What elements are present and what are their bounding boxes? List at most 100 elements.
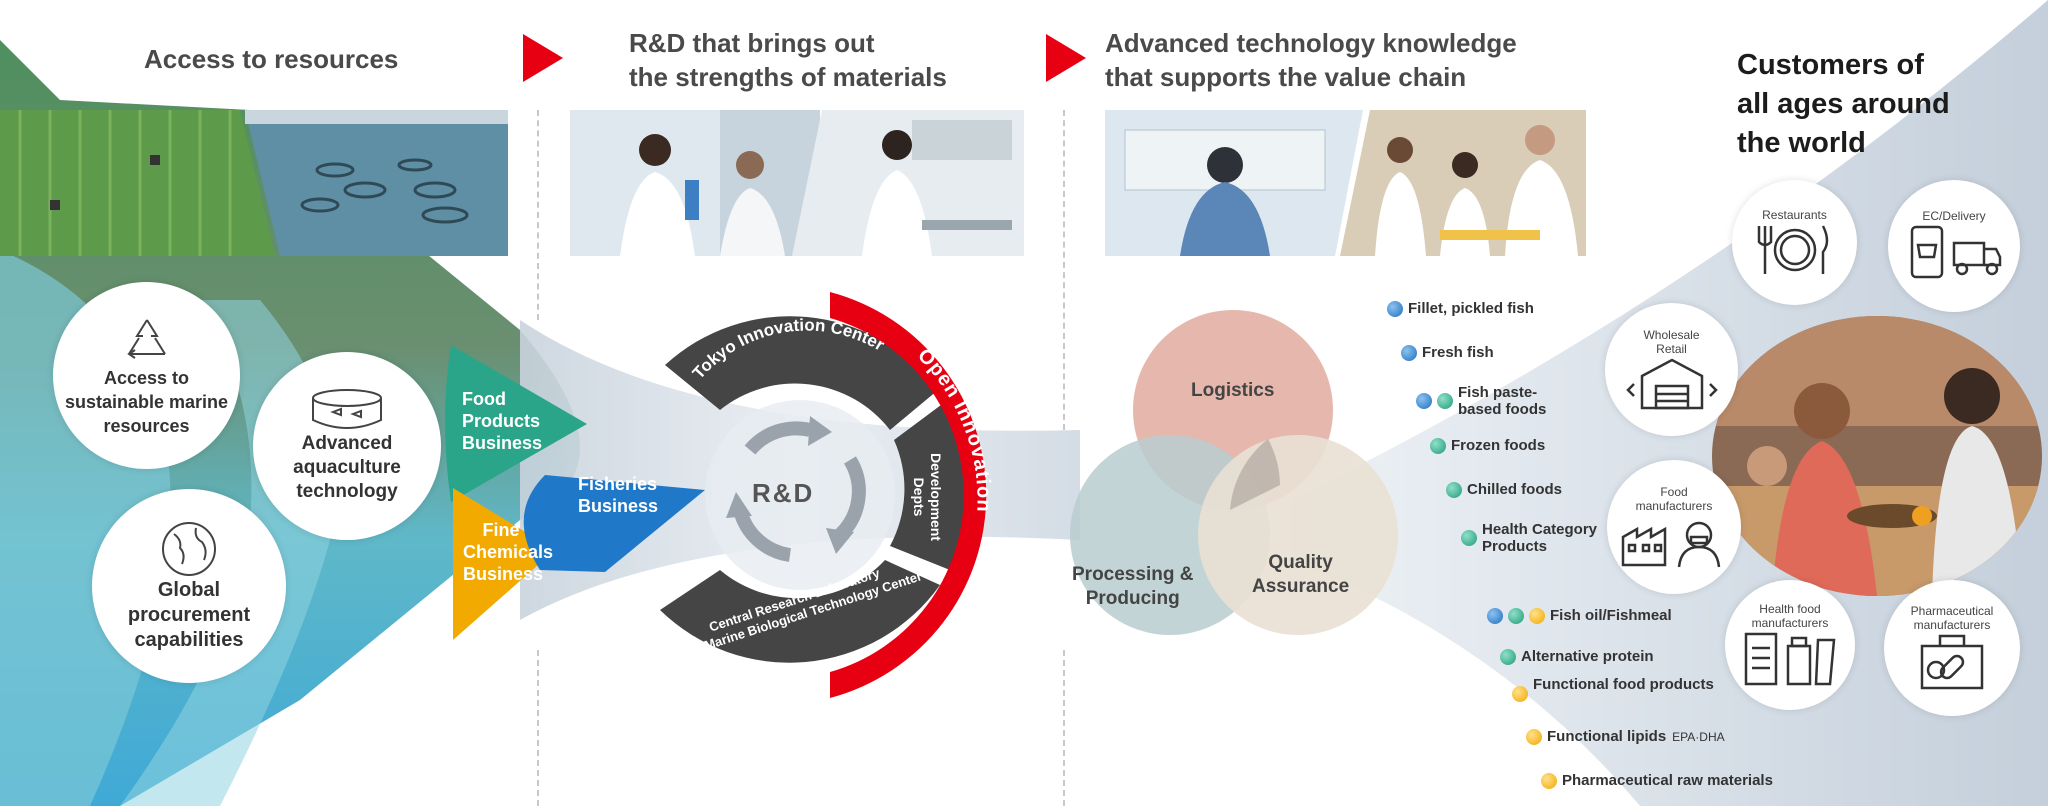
aquaculture-line3: technology: [296, 481, 398, 502]
procurement-line1: Global: [157, 578, 221, 601]
factory-icon: [1621, 521, 1721, 568]
wholesale-line1: Wholesale: [1643, 327, 1700, 342]
fisheries-line1: Fisheries: [578, 474, 658, 494]
yellow-dot-icon: [1512, 686, 1528, 702]
green-dot-icon: [1461, 530, 1477, 546]
product-item: Frozen foods: [1430, 437, 1545, 454]
product-item: Fresh fish: [1401, 344, 1494, 361]
heading-tech: Advanced technology knowledge that suppo…: [1105, 26, 1517, 94]
divider: [1063, 650, 1065, 806]
quality-circle: [1198, 435, 1398, 635]
heading-cust-line3: the world: [1737, 127, 1866, 159]
lab-researcher-photo: [570, 110, 820, 256]
product-item: Functional lipids EPA·DHA: [1526, 728, 1725, 745]
green-dot-icon: [1430, 437, 1446, 454]
aquaculture-line2: aquaculture: [293, 457, 401, 478]
processing-line1: Processing &: [1072, 564, 1194, 585]
quality-label: Quality Assurance: [1252, 551, 1349, 599]
blue-dot-icon: [1416, 393, 1432, 409]
sustainable-line2: sustainable marine: [64, 391, 229, 412]
product-label: Health Category: [1482, 521, 1598, 538]
restaurants-circle[interactable]: Restaurants: [1732, 180, 1857, 305]
food-business-label: Food Products Business: [462, 388, 542, 454]
product-label: based foods: [1458, 401, 1547, 418]
green-dot-icon: [1437, 393, 1453, 409]
green-dot-icon: [1446, 481, 1462, 498]
heading-cust-line1: Customers of: [1737, 49, 1924, 81]
product-item: Fish paste-based foods: [1416, 384, 1546, 418]
rd-ring: Tokyo Innovation Center Open Innovation: [660, 292, 994, 698]
business-shapes: [445, 345, 705, 640]
procurement-line3: capabilities: [134, 628, 244, 651]
sustainable-resources-circle: Access to sustainable marine resources: [53, 282, 240, 469]
pills-icon: [1920, 634, 1984, 690]
sustainable-line3: resources: [103, 415, 190, 436]
logistics-label: Logistics: [1191, 380, 1275, 401]
heading-rd: R&D that brings out the strengths of mat…: [629, 26, 947, 94]
product-label: Functional food products: [1533, 676, 1714, 693]
chem-line3: Business: [463, 564, 544, 584]
heading-tech-line1: Advanced technology knowledge: [1105, 28, 1517, 58]
heading-cust-line2: all ages around: [1737, 88, 1950, 120]
aquaculture-line1: Advanced: [301, 433, 393, 454]
blue-dot-icon: [1487, 607, 1503, 624]
family-dining-photo: [1712, 316, 2042, 596]
fisheries-business-shape: [523, 475, 705, 572]
procurement-line2: procurement: [127, 603, 251, 626]
dev-line1: Development: [928, 453, 944, 541]
foodmfr-line2: manufacturers: [1635, 499, 1713, 513]
divider: [537, 650, 539, 806]
product-label: Functional lipids: [1547, 728, 1667, 745]
green-dot-icon: [1500, 648, 1516, 665]
product-label: Fillet, pickled fish: [1408, 300, 1534, 317]
ec-label: EC/Delivery: [1922, 209, 1986, 223]
heading-access: Access to resources: [144, 44, 399, 74]
fish-farm-photo: [245, 110, 508, 256]
food-lab-photo: [792, 110, 1024, 256]
development-segment: [890, 402, 968, 570]
blue-dot-icon: [1387, 300, 1403, 317]
open-innovation-arc: [830, 292, 987, 698]
store-icon: [1625, 358, 1718, 409]
food-line1: Food: [462, 389, 506, 409]
product-item: Pharmaceutical raw materials: [1541, 772, 1773, 789]
foodmfr-line1: Food: [1660, 485, 1688, 499]
product-label: Fresh fish: [1422, 344, 1494, 361]
globe-icon: [162, 521, 216, 576]
product-item: Fish oil/Fishmeal: [1487, 607, 1672, 624]
arrow-icon: [1046, 34, 1086, 82]
product-label: Alternative protein: [1521, 648, 1654, 665]
supplements-icon: [1744, 632, 1836, 686]
central-lab-segment: [660, 560, 940, 663]
ec-delivery-circle[interactable]: EC/Delivery: [1888, 180, 2020, 312]
green-dot-icon: [1508, 607, 1524, 624]
sustainable-line1: Access to: [103, 367, 190, 388]
development-label: Development Depts: [910, 447, 944, 547]
wholesale-line2: Retail: [1656, 341, 1687, 356]
technician-photo: [1105, 110, 1363, 256]
product-item: Chilled foods: [1446, 481, 1562, 498]
rd-center-label: R&D: [752, 478, 815, 508]
quality-line2: Assurance: [1252, 576, 1350, 597]
heading-customers: Customers of all ages around the world: [1737, 46, 1950, 163]
product-label: Frozen foods: [1451, 437, 1546, 454]
yellow-dot-icon: [1526, 728, 1542, 745]
pharma-line2: manufacturers: [1913, 618, 1991, 632]
product-sublabel: EPA·DHA: [1672, 729, 1725, 744]
fish-tank-icon: [312, 389, 382, 429]
chemicals-business-label: Fine Chemicals Business: [463, 519, 553, 585]
fisheries-line2: Business: [578, 496, 659, 516]
product-label: Pharmaceutical raw materials: [1562, 772, 1773, 789]
quality-line1: Quality: [1268, 552, 1333, 573]
restaurants-label: Restaurants: [1762, 207, 1827, 222]
health-line1: Health food: [1759, 602, 1821, 616]
heading-rd-line1: R&D that brings out: [629, 28, 875, 58]
dev-line2: Depts: [911, 477, 927, 517]
